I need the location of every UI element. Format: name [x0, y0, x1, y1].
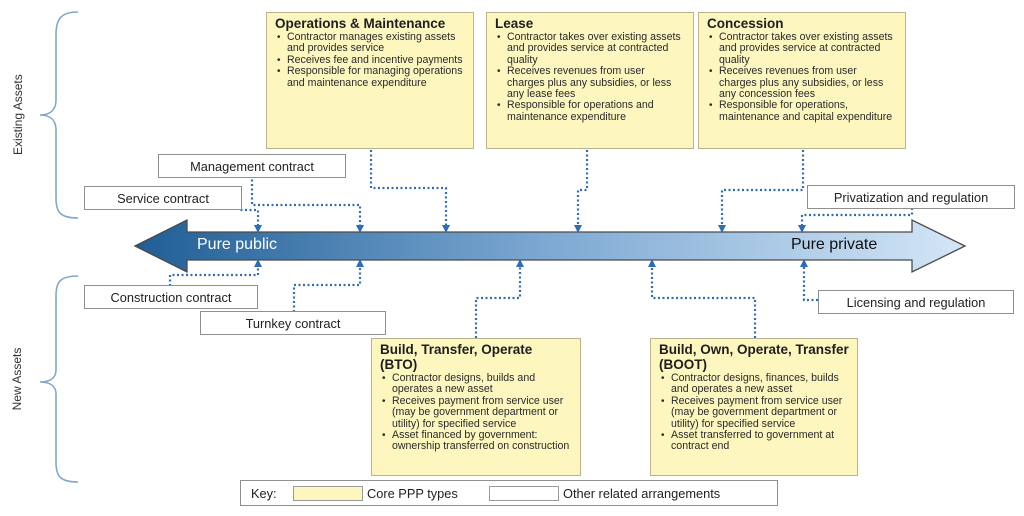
boot-title: Build, Own, Operate, Transfer (BOOT) — [659, 342, 849, 372]
lease-bullet: Receives revenues from user charges plus… — [497, 65, 685, 100]
management-contract-box: Management contract — [158, 154, 346, 178]
concession-title: Concession — [707, 16, 784, 31]
key-other-swatch — [489, 486, 559, 501]
connector-om — [369, 150, 450, 233]
concession-bullet: Contractor takes over existing assets an… — [709, 31, 897, 66]
turnkey-contract-box: Turnkey contract — [200, 311, 386, 335]
licensing-regulation-box: Licensing and regulation — [818, 290, 1014, 314]
bto-title: Build, Transfer, Operate (BTO) — [380, 342, 533, 372]
bto-bullet: Asset financed by government: ownership … — [382, 429, 572, 453]
connector-management — [250, 175, 364, 233]
public-private-arrow — [133, 218, 967, 274]
connector-boot — [648, 259, 757, 338]
key-core-label: Core PPP types — [367, 486, 458, 501]
concession-bullet: Receives revenues from user charges plus… — [709, 65, 897, 100]
boot-box: Build, Own, Operate, Transfer (BOOT) Con… — [650, 338, 858, 476]
key-label: Key: — [251, 486, 277, 501]
om-bullet: Responsible for managing operations and … — [277, 66, 465, 89]
lease-bullet: Contractor takes over existing assets an… — [497, 31, 685, 66]
lease-title: Lease — [495, 16, 534, 31]
privatization-regulation-box: Privatization and regulation — [807, 185, 1015, 209]
bto-bullet: Receives payment from service user (may … — [382, 395, 572, 430]
key-other-label: Other related arrangements — [563, 486, 721, 501]
om-bullet: Contractor manages existing assets and p… — [277, 31, 465, 55]
key-legend: Key: Core PPP types Other related arrang… — [240, 480, 778, 506]
pure-private-label: Pure private — [791, 236, 878, 253]
concession-bullet: Responsible for operations, maintenance … — [709, 100, 897, 123]
lease-box: Lease Contractor takes over existing ass… — [486, 12, 694, 149]
bto-box: Build, Transfer, Operate (BTO) Contracto… — [371, 338, 581, 476]
connector-construction — [168, 259, 262, 286]
connector-privatization — [798, 208, 914, 233]
bto-bullet: Contractor designs, builds and operates … — [382, 372, 572, 396]
new-assets-brace — [39, 275, 79, 483]
boot-bullet: Contractor designs, finances, builds and… — [661, 372, 849, 396]
om-box: Operations & Maintenance Contractor mana… — [266, 12, 474, 149]
connector-service — [238, 197, 262, 233]
service-contract-box: Service contract — [84, 186, 242, 210]
existing-assets-label: Existing Assets — [11, 74, 25, 155]
connector-bto — [474, 259, 524, 338]
connector-licensing — [800, 259, 818, 302]
boot-bullet: Asset transferred to government at contr… — [661, 429, 849, 453]
connector-lease — [574, 150, 589, 233]
lease-bullet: Responsible for operations and maintenan… — [497, 100, 685, 123]
connector-concession — [718, 150, 805, 233]
new-assets-label: New Assets — [10, 347, 24, 411]
om-bullet: Receives fee and incentive payments — [277, 54, 465, 67]
construction-contract-box: Construction contract — [84, 285, 258, 309]
concession-box: Concession Contractor takes over existin… — [698, 12, 906, 149]
boot-bullet: Receives payment from service user (may … — [661, 395, 849, 430]
connector-turnkey — [292, 259, 364, 312]
key-core-swatch — [293, 486, 363, 501]
existing-assets-brace — [39, 11, 79, 219]
pure-public-label: Pure public — [197, 236, 278, 253]
om-title: Operations & Maintenance — [275, 16, 446, 31]
